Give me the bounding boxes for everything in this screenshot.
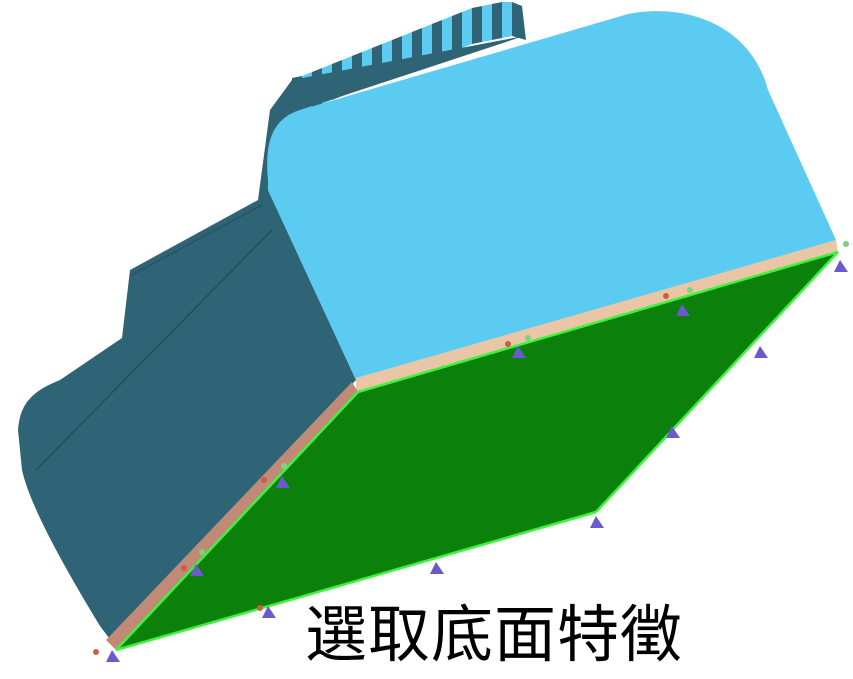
front-strip	[356, 240, 838, 392]
fin	[512, 2, 526, 40]
constraint-markers-secondary	[93, 293, 669, 655]
fin	[442, 16, 452, 56]
top-face	[267, 11, 837, 381]
fin	[502, 2, 512, 38]
constraint-markers-tertiary	[199, 241, 849, 555]
side-edge-line	[35, 229, 273, 471]
fin	[472, 6, 482, 44]
bottom-face-selected[interactable]	[116, 252, 838, 650]
fin	[492, 2, 502, 40]
side-edge-line	[129, 204, 263, 277]
fin	[432, 20, 442, 60]
selection-edges	[115, 250, 839, 652]
fin	[452, 12, 462, 52]
constraint-markers	[106, 260, 848, 662]
fin	[462, 8, 472, 48]
caption-text: 選取底面特徵	[305, 598, 684, 671]
fin	[482, 4, 492, 42]
left-strip	[106, 382, 358, 650]
side-face	[18, 36, 524, 642]
